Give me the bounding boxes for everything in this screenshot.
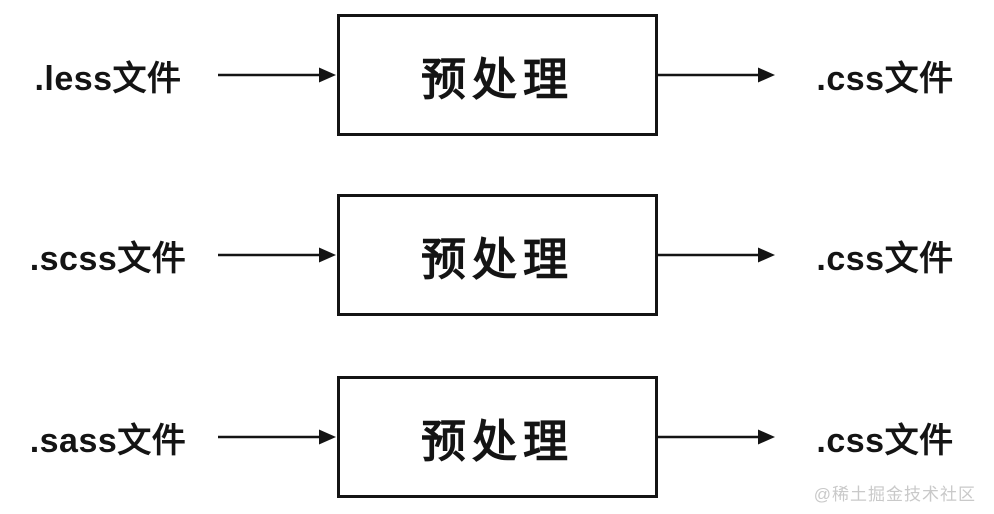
process-box: 预处理	[337, 194, 658, 316]
process-label: 预处理	[420, 415, 574, 467]
process-box: 预处理	[337, 376, 658, 498]
output-file-label: .css文件	[816, 239, 954, 278]
source-file-label: .scss文件	[29, 239, 187, 278]
right-arrow-icon	[218, 247, 336, 263]
output-file-label: .css文件	[816, 59, 954, 98]
process-box: 预处理	[337, 14, 658, 136]
right-arrow-icon	[218, 429, 336, 445]
right-arrow-icon	[218, 67, 336, 83]
source-file-label: .sass文件	[29, 421, 187, 460]
right-arrow-icon	[658, 67, 775, 83]
process-label: 预处理	[420, 53, 574, 105]
flow-row-scss: .scss文件 预处理 .css文件	[0, 194, 994, 316]
output-file-label: .css文件	[816, 421, 954, 460]
flow-row-sass: .sass文件 预处理 .css文件	[0, 376, 994, 498]
source-file-label: .less文件	[34, 59, 182, 98]
flow-row-less: .less文件 预处理 .css文件	[0, 14, 994, 136]
process-label: 预处理	[420, 233, 574, 285]
right-arrow-icon	[658, 429, 775, 445]
watermark-text: @稀土掘金技术社区	[813, 485, 976, 504]
right-arrow-icon	[658, 247, 775, 263]
